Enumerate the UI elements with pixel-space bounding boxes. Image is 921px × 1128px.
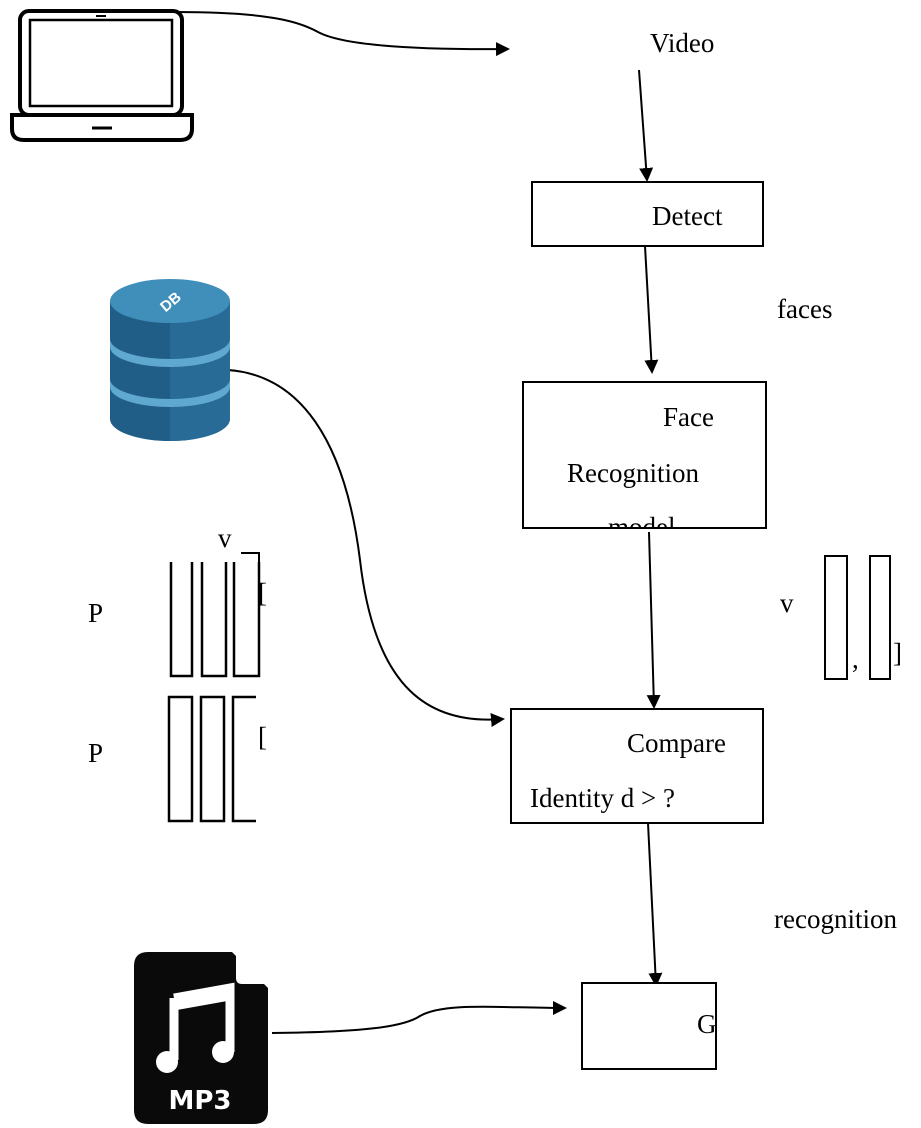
compare-line1: Compare [627, 728, 726, 758]
right-vector-comma: , [852, 644, 859, 674]
face-model-line3: model [608, 512, 676, 529]
left-bottom-vector-bars [167, 695, 256, 823]
right-vector-bar-2 [869, 555, 891, 680]
left-top-bracket-corner [241, 552, 260, 566]
database-icon: DB [110, 279, 230, 441]
face-model-line1: Face [663, 402, 714, 432]
v-right-label: v [780, 588, 794, 618]
mp3-file-icon: MP3 [134, 952, 268, 1124]
db-to-compare-arrow [227, 369, 505, 727]
left-bottom-bracket-open: [ [258, 722, 267, 752]
laptop-icon [10, 9, 194, 142]
laptop-to-video-arrow [175, 11, 510, 57]
mp3-to-g-arrow [271, 1000, 567, 1034]
compare-line2: Identity d > ? [530, 783, 675, 813]
detect-to-model-arrow [644, 245, 659, 374]
video-to-detect-arrow [638, 69, 654, 182]
p-top-label: P [88, 598, 104, 628]
face-recognition-model-box: Face Recognition model [522, 381, 767, 529]
g-box: G [581, 982, 717, 1070]
left-top-bracket-open: [ [258, 578, 267, 608]
g-box-label: G [697, 1009, 717, 1039]
detect-box: Detect [531, 181, 764, 247]
p-bottom-label: P [88, 738, 104, 768]
model-to-compare-arrow [646, 531, 661, 709]
faces-label: faces [777, 294, 833, 324]
detect-label: Detect [652, 201, 723, 231]
mp3-icon-text: MP3 [168, 1086, 231, 1116]
face-model-line2: Recognition [567, 458, 699, 488]
compare-to-g-arrow [647, 822, 663, 987]
right-vector-bar-1 [824, 555, 848, 680]
compare-box: Compare Identity d > ? [510, 708, 764, 824]
v-left-label: v [218, 523, 232, 553]
left-top-vector-bars [169, 562, 261, 678]
right-vector-bracket-close: ] [893, 638, 902, 668]
recognition-label: recognition [774, 904, 897, 934]
video-label: Video [650, 28, 715, 58]
